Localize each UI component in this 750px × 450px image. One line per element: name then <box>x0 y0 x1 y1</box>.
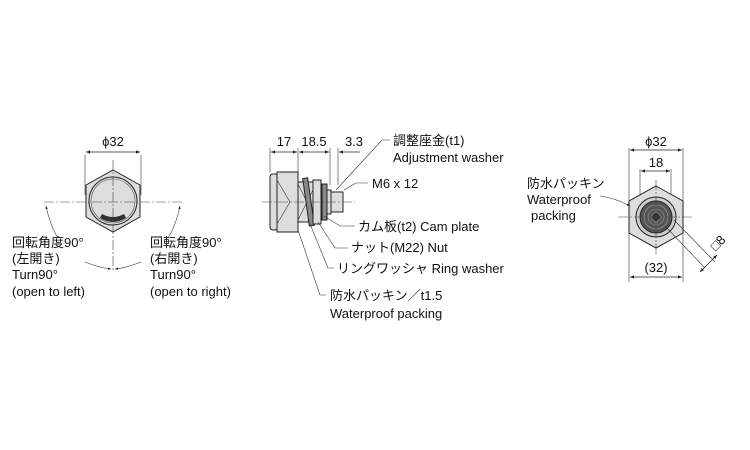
right-open-label-en: (open to right) <box>150 284 231 299</box>
back-packing-label-en2: packing <box>531 208 576 223</box>
right-open-label-jp: (右開き) <box>150 251 198 266</box>
cam-plate-label: カム板(t2) Cam plate <box>358 219 479 234</box>
nut-label: ナット(M22) Nut <box>351 240 448 255</box>
dimension-17: 17 <box>277 134 291 149</box>
ring-washer-label: リングワッシャ Ring washer <box>337 261 505 276</box>
left-turn-label-en: Turn90° <box>12 267 58 282</box>
adjustment-washer-label-jp: 調整座金(t1) <box>393 133 465 148</box>
side-view: 17 18.5 3.3 調整座金(t1) Adjustment washer M… <box>262 133 505 321</box>
dimension-3-3: 3.3 <box>345 134 363 149</box>
packing-label-jp: 防水パッキン／t1.5 <box>330 288 442 303</box>
left-open-label-jp: (左開き) <box>12 251 60 266</box>
left-turn-label-jp: 回転角度90° <box>12 235 84 250</box>
dimension-18-5: 18.5 <box>301 134 326 149</box>
right-turn-label-en: Turn90° <box>150 267 196 282</box>
back-packing-label-jp: 防水パッキン <box>527 176 605 191</box>
diameter-label: ϕ32 <box>102 134 124 149</box>
leader-adjustment-washer <box>335 139 390 191</box>
inner-dimension-label: 18 <box>649 155 663 170</box>
right-turn-label-jp: 回転角度90° <box>150 235 222 250</box>
back-diameter-label: ϕ32 <box>645 134 667 149</box>
back-view: ϕ32 18 (32) □8 防水パッキン Waterproof packing <box>527 134 728 282</box>
back-packing-label-en1: Waterproof <box>527 192 591 207</box>
left-open-label-en: (open to left) <box>12 284 85 299</box>
adjustment-washer-label-en: Adjustment washer <box>393 150 504 165</box>
width-label: (32) <box>644 260 667 275</box>
square-size-label: □8 <box>707 232 728 253</box>
front-view: ϕ32 回転角度90° (左開き) Turn90° (open to left)… <box>12 134 231 299</box>
bolt-label: M6 x 12 <box>372 176 418 191</box>
packing-label-en: Waterproof packing <box>330 306 442 321</box>
